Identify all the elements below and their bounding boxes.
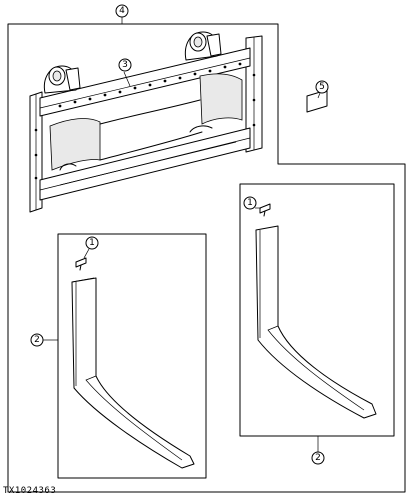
left-fork-box [57, 233, 207, 479]
callout-2-right-label: 2 [315, 453, 321, 463]
right-fork-box [239, 183, 395, 437]
mounting-frame [29, 31, 263, 213]
top-bar-holes [58, 62, 242, 108]
callout-3 [118, 58, 132, 72]
callout-1-left-label: 1 [89, 238, 95, 248]
callout-5-label: 5 [319, 82, 325, 92]
callout-5 [315, 80, 329, 94]
right-fork-pin [259, 203, 271, 217]
left-hook-lug [43, 65, 81, 94]
left-fork [71, 277, 195, 469]
assembly-boundary [7, 23, 406, 493]
figure-id-label: TX1024363 [3, 486, 57, 496]
callout-1-left [85, 236, 99, 250]
callout-2-left [30, 333, 44, 347]
callout-1-right-label: 1 [247, 198, 253, 208]
callout-4 [115, 4, 129, 18]
callout-3-label: 3 [122, 60, 128, 70]
callout-2-left-label: 2 [34, 335, 40, 345]
right-fork [255, 225, 377, 419]
callout-1-right [243, 196, 257, 210]
decal [306, 89, 328, 113]
callout-2-right [311, 451, 325, 465]
left-fork-pin [75, 257, 87, 271]
right-hook-lug [184, 31, 222, 61]
callout-4-label: 4 [119, 6, 125, 16]
